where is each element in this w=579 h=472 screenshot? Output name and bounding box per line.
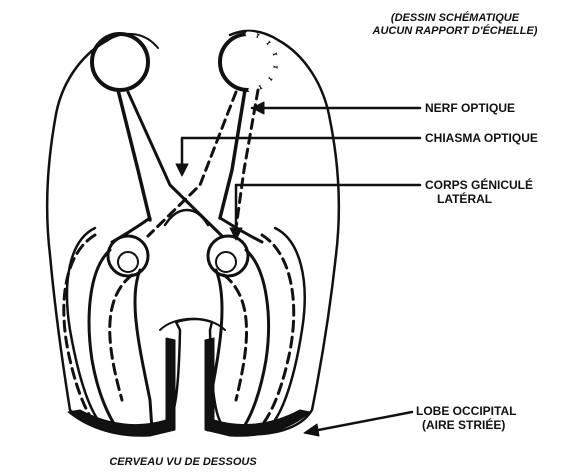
right-geniculate-body — [208, 236, 248, 276]
left-geniculate-body — [108, 236, 148, 276]
label-lobe-occipital-line2: (AIRE STRIÉE) — [416, 418, 516, 432]
right-striate-area — [205, 338, 310, 436]
pointer-occipital-head — [304, 424, 319, 436]
schematic-note-line2: AUCUN RAPPORT D'ÉCHELLE) — [340, 25, 570, 38]
right-geniculate-inner — [216, 252, 236, 272]
label-corps-genicule-line1: CORPS GÉNICULÉ — [425, 178, 533, 192]
pointer-chiasma-head — [176, 164, 188, 176]
right-radiation-dashed-outer — [262, 235, 294, 425]
schematic-note-line1: (DESSIN SCHÉMATIQUE — [340, 12, 570, 25]
right-nerve-dashed — [236, 90, 258, 228]
left-radiation-dashed-inner — [110, 275, 132, 400]
right-eye-dashed — [248, 34, 276, 90]
label-corps-genicule-line2: LATÉRAL — [425, 192, 533, 206]
caption: CERVEAU VU DE DESSOUS — [88, 456, 278, 469]
left-eye — [92, 34, 148, 90]
label-nerf-optique: NERF OPTIQUE — [425, 101, 515, 115]
left-geniculate-inner — [118, 252, 138, 272]
brain-outline — [47, 31, 339, 435]
pointer-geniculate-head — [230, 228, 242, 240]
left-temporal-fold — [67, 228, 98, 420]
label-chiasma-optique: CHIASMA OPTIQUE — [425, 131, 538, 145]
left-radiation-solid-inner — [135, 270, 152, 430]
label-lobe-occipital: LOBE OCCIPITAL (AIRE STRIÉE) — [416, 404, 516, 432]
pointer-occipital — [308, 412, 412, 432]
right-radiation-solid-outer — [240, 250, 269, 432]
label-lobe-occipital-line1: LOBE OCCIPITAL — [416, 404, 516, 418]
schematic-note: (DESSIN SCHÉMATIQUE AUCUN RAPPORT D'ÉCHE… — [340, 12, 570, 38]
right-radiation-dashed-inner — [224, 275, 247, 400]
label-corps-genicule: CORPS GÉNICULÉ LATÉRAL — [425, 178, 533, 206]
left-optic-nerve — [118, 90, 150, 220]
left-radiation-solid-outer — [89, 250, 120, 432]
